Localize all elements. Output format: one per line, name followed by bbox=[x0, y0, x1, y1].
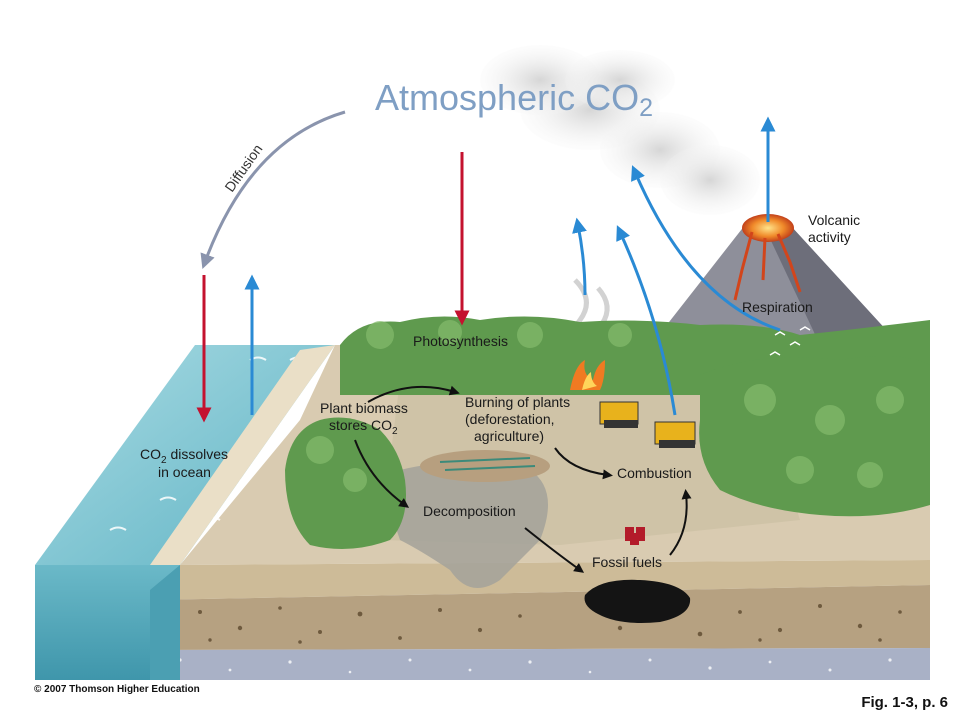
birds bbox=[769, 326, 811, 356]
ocean-surface bbox=[35, 345, 335, 565]
combustion-label: Combustion bbox=[617, 465, 692, 481]
ocean-depth-side bbox=[150, 565, 180, 680]
flow-arrows bbox=[196, 110, 781, 573]
fossil-fuels-label: Fossil fuels bbox=[592, 554, 662, 570]
rock-speckles bbox=[198, 604, 902, 644]
plant-to-decomposition-arrow bbox=[354, 439, 410, 508]
oil-barrels bbox=[625, 527, 645, 545]
photosynthesis-label: Photosynthesis bbox=[413, 333, 508, 349]
lava-flow bbox=[733, 231, 802, 301]
decomposition-zone bbox=[392, 462, 548, 588]
fire bbox=[570, 360, 605, 390]
fossil-to-combustion-arrow bbox=[669, 489, 692, 556]
decomposition-to-fossil-arrow bbox=[524, 527, 585, 573]
bulldozers bbox=[599, 401, 696, 448]
diffusion-arrow bbox=[200, 110, 346, 270]
diagram-title: Atmospheric CO2 bbox=[375, 77, 653, 122]
volcano bbox=[655, 214, 900, 345]
respiration-arrow bbox=[631, 165, 781, 332]
volcano-crater-lava bbox=[742, 214, 794, 242]
bedrock-speckles bbox=[178, 658, 892, 674]
plant-to-burning-arrow bbox=[367, 385, 460, 403]
tree-highlights bbox=[306, 320, 904, 492]
burning-to-combustion-arrow bbox=[554, 447, 613, 480]
fossil-fuel-deposit bbox=[584, 579, 691, 623]
volcanic-activity-label: Volcanic activity bbox=[808, 212, 864, 245]
bedrock-layer bbox=[150, 648, 930, 680]
volcanic-smoke bbox=[480, 45, 760, 215]
figure-reference: Fig. 1-3, p. 6 bbox=[861, 694, 948, 711]
forest-right bbox=[699, 356, 930, 517]
copyright-notice: © 2007 Thomson Higher Education bbox=[34, 684, 200, 695]
plant-biomass-label: Plant biomass stores CO2 bbox=[320, 400, 412, 437]
decomposition-label: Decomposition bbox=[423, 503, 516, 519]
crop-rows bbox=[439, 457, 536, 471]
beach bbox=[150, 345, 335, 565]
volcano-shadow bbox=[765, 225, 900, 345]
burning-up-arrow bbox=[572, 217, 587, 296]
combustion-up-arrow-1 bbox=[616, 225, 677, 416]
rock-layer bbox=[150, 585, 930, 650]
respiration-label: Respiration bbox=[742, 299, 813, 315]
ocean-dissolve-label: CO2 dissolves in ocean bbox=[140, 446, 232, 480]
soil-band bbox=[150, 560, 930, 600]
ocean-depth bbox=[35, 565, 180, 680]
ocean bbox=[35, 345, 335, 680]
burning-plants-label: Burning of plants (deforestation, agricu… bbox=[465, 394, 574, 444]
